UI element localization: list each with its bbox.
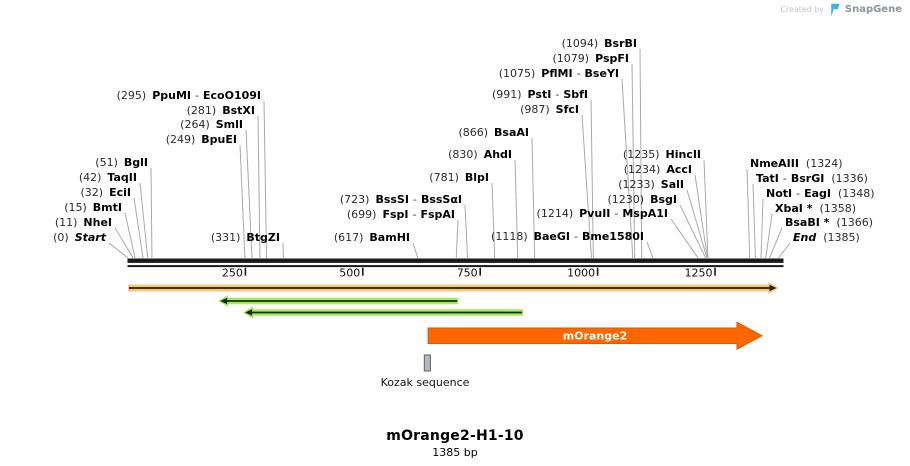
primer-arrow-2-core-head [245,309,253,316]
site-label: (42)TaqII [79,171,137,184]
site-leader-line [670,218,699,259]
site-leader-line [124,212,136,259]
morange2-arrow [427,321,764,351]
site-leader-line [139,182,149,259]
site-leader-line [686,189,708,259]
site-leader-line [621,78,634,259]
site-label: TatI-BsrGI(1336) [756,172,868,185]
site-leader-line [114,227,134,259]
construct-title: mOrange2-H1-10 [386,428,524,444]
site-leader-line [769,227,783,259]
site-leader-line [514,159,519,259]
kozak-marker [423,354,431,372]
site-label: (331)BtgZI [211,231,280,244]
site-label: (830)AhdI [448,148,512,161]
site-label: (295)PpuMI-EcoO109I [117,89,261,102]
site-leader-line [679,204,707,259]
site-leader-line [639,48,643,259]
site-leader-line [455,219,459,259]
site-label: (1094)BsrBI [562,37,637,50]
ruler-tick-label: 250 [222,267,243,280]
site-label: (1234)AccI [624,163,692,176]
site-leader-line [590,99,594,259]
site-leader-line [760,198,764,259]
site-label: (1233)SalI [618,178,684,191]
site-leader-line [752,183,756,259]
credit-prefix-text: Created by [780,5,824,14]
ruler-tick-label: 500 [339,267,360,280]
site-label: (11)NheI [55,216,112,229]
site-leader-line [150,167,153,259]
site-label: (781)BlpI [429,171,489,184]
site-leader-line [765,213,773,259]
construct-title-block: mOrange2-H1-10 1385 bp [386,428,523,459]
site-leader-line [631,63,636,259]
site-label: (32)EciI [81,186,132,199]
snapgene-logo-icon [829,3,840,16]
site-label: (1235)HincII [623,148,701,161]
site-leader-line [778,242,791,259]
site-label: XbaI *(1358) [775,202,856,215]
construct-length: 1385 bp [432,446,478,459]
ruler-tick-label: 1250 [685,267,713,280]
site-label: (0)Start [53,231,107,244]
sequence-bar-lower [127,265,784,268]
site-leader-line [531,137,536,259]
site-leader-line [239,144,246,259]
site-leader-line [464,204,469,259]
site-leader-line [491,182,496,259]
site-label: (617)BamHI [334,231,410,244]
credit-line: Created by SnapGene [781,3,902,16]
site-label: (699)FspI-FspAI [347,208,455,221]
site-leader-line [245,129,253,259]
site-label: (1079)PspFI [553,52,629,65]
site-label: (1230)BsgI [608,193,677,206]
site-leader-line [703,159,709,259]
site-label: (249)BpuEI [166,133,237,146]
site-label: (723)BssSI-BssSαI [340,193,462,206]
site-label: (1118)BaeGI-Bme1580I [491,230,644,243]
site-label: (1075)PflMI-BseYI [499,67,619,80]
site-label: (264)SmlI [180,118,243,131]
site-label: BsaBI *(1366) [785,216,873,229]
morange2-feature-label: mOrange2 [562,329,628,343]
full-length-arrow-core-head [769,284,777,292]
site-leader-line [646,241,654,259]
site-label: (15)BmtI [64,201,122,214]
site-label: (991)PstI-SbfI [492,88,588,101]
ruler-tick-label: 750 [457,267,478,280]
kozak-sequence-label: Kozak sequence [380,376,470,389]
credit-brand-text: SnapGene [844,4,902,15]
site-leader-line [412,242,419,259]
site-label: (1214)PvuII-MspA1I [537,207,668,220]
site-label: NotI-EagI(1348) [766,187,875,200]
site-leader-line [108,242,129,259]
site-label: (51)BglI [95,156,148,169]
primer-arrow-1-core-head [220,297,228,305]
site-label: (987)SfcI [520,103,579,116]
site-leader-line [746,168,751,259]
ruler-tick-label: 1000 [567,267,595,280]
site-leader-line [581,114,592,259]
site-label: (281)BstXI [187,104,255,117]
site-leader-line [133,197,144,259]
sequence-bar [127,258,784,263]
site-label: NmeAIII(1324) [750,157,843,170]
site-leader-line [263,100,268,259]
site-label: (866)BsaAI [458,126,529,139]
site-label: End(1385) [793,231,860,244]
site-leader-line [694,174,708,259]
site-leader-line [257,115,261,259]
